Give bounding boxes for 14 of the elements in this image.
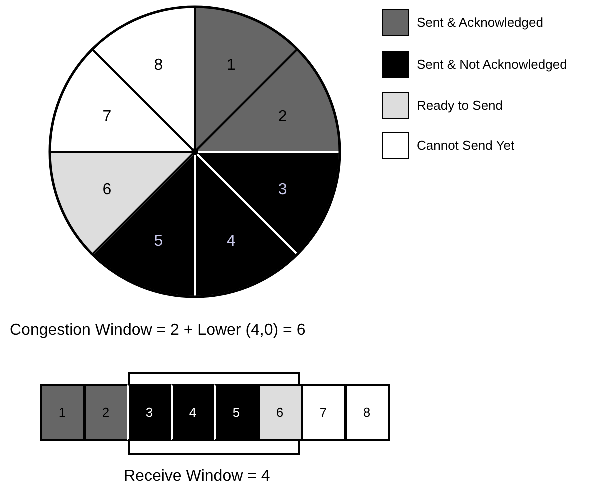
window-cell: 5 — [214, 384, 259, 441]
window-cell: 7 — [301, 384, 346, 441]
window-cell: 8 — [344, 384, 390, 441]
window-cell: 1 — [40, 384, 85, 441]
legend-label: Cannot Send Yet — [417, 137, 515, 155]
caption-text: Congestion Window = 2 + Lower (4,0) = 6 — [10, 322, 306, 340]
legend-label: Sent & Acknowledged — [417, 14, 544, 32]
window-cell: 2 — [84, 384, 128, 441]
legend-label: Sent & Not Acknowledged — [417, 56, 568, 74]
window-cell: 4 — [170, 384, 216, 441]
window-cell: 3 — [127, 384, 172, 441]
caption-text: Receive Window = 4 — [124, 468, 270, 486]
window-cell: 6 — [258, 384, 302, 441]
legend-label: Ready to Send — [417, 97, 504, 115]
